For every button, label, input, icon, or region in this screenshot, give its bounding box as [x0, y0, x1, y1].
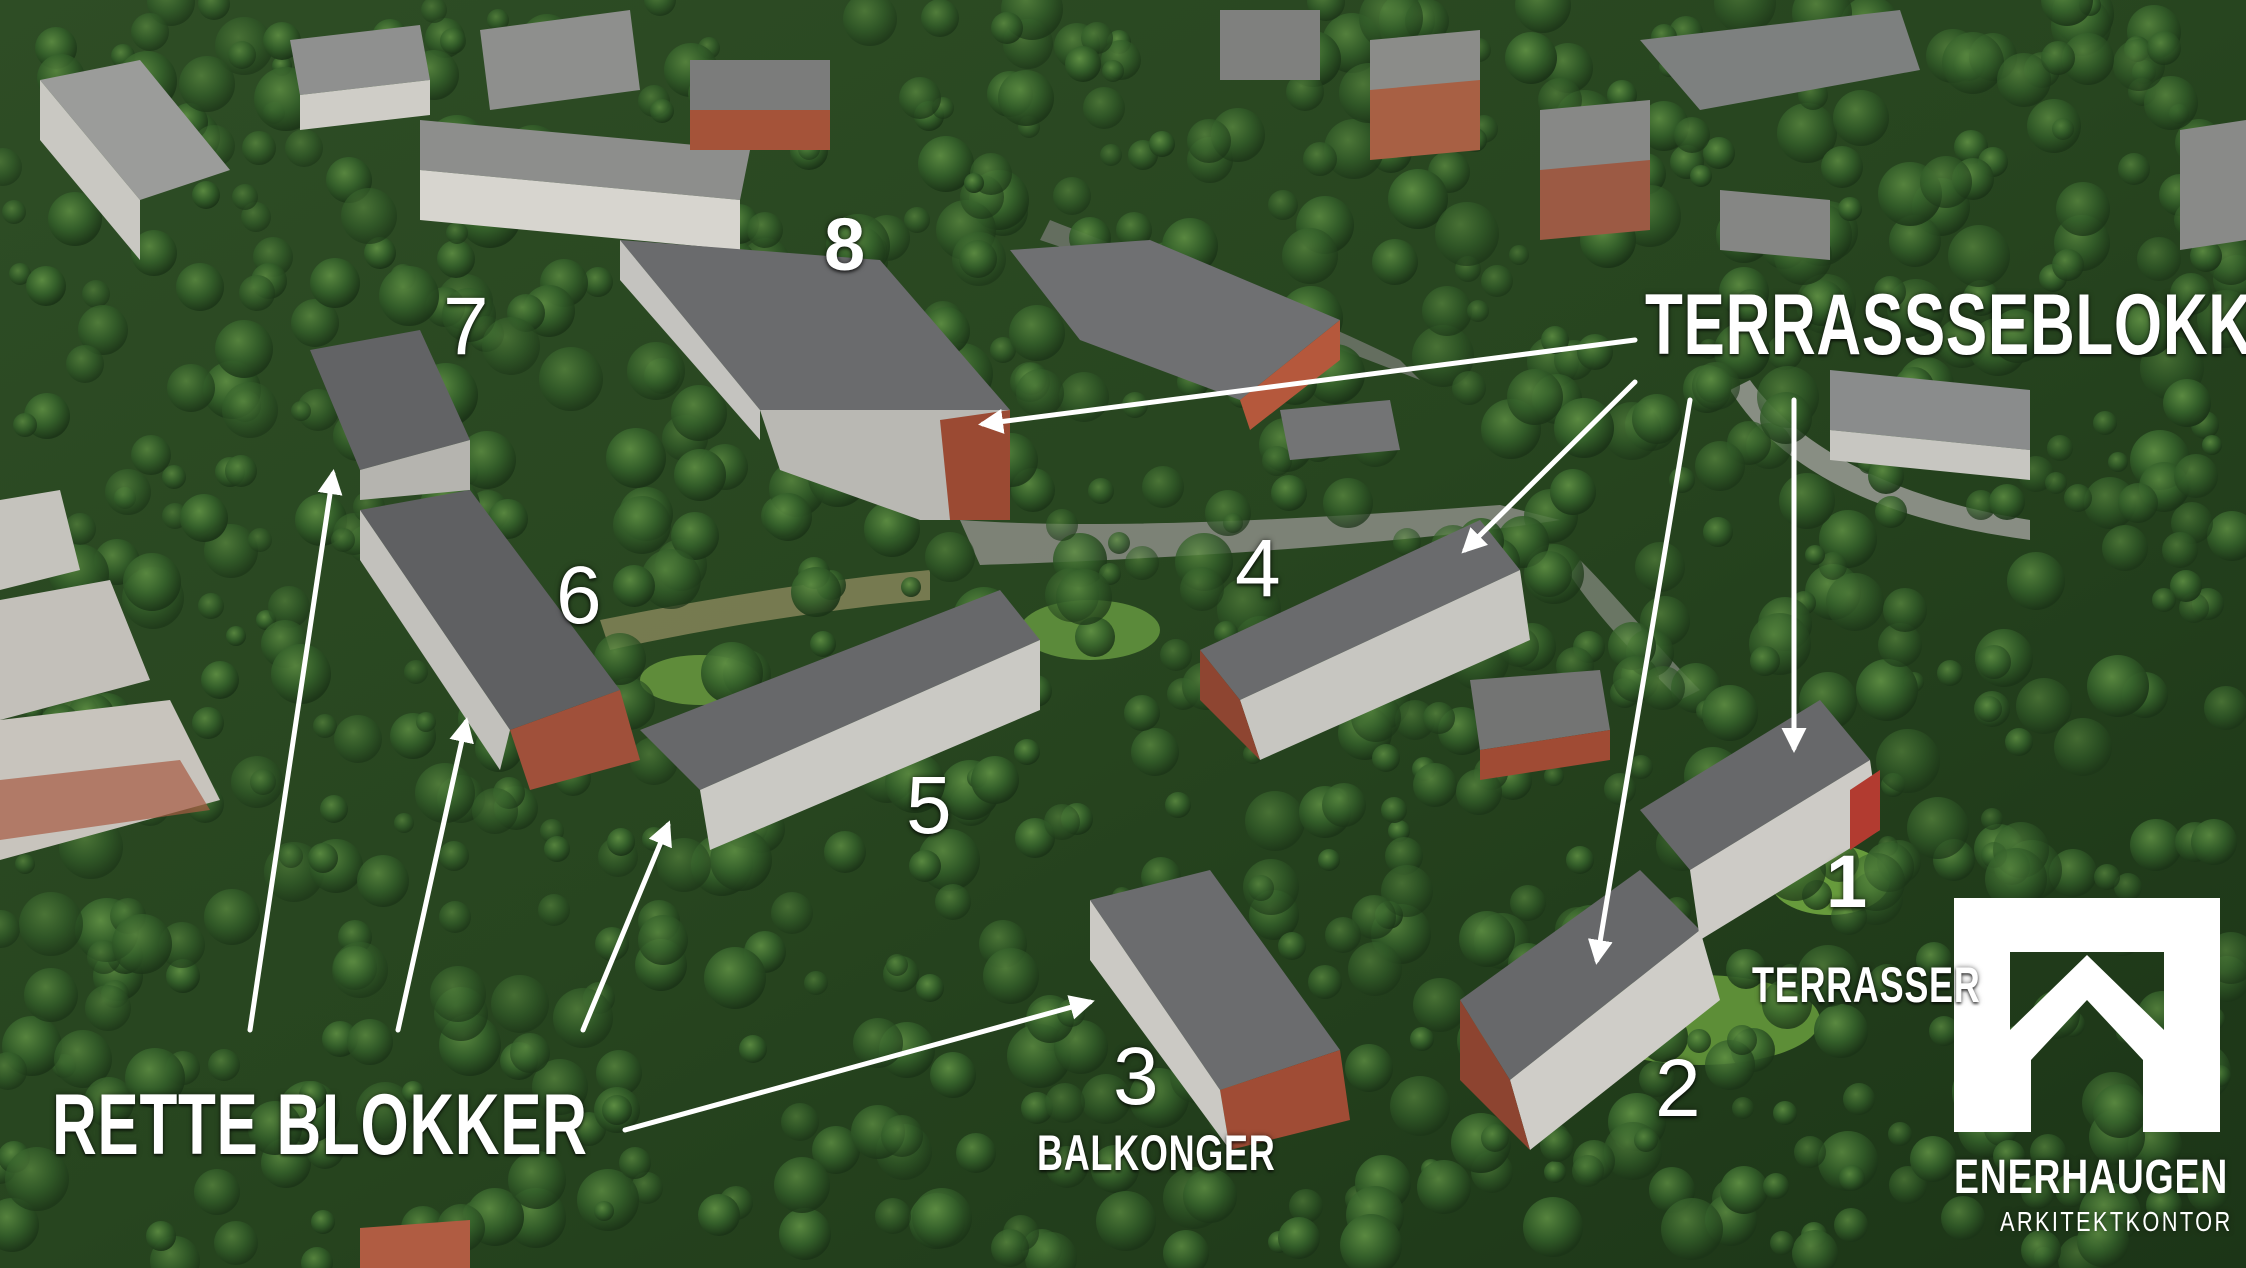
building-number-2: 2: [1655, 1043, 1701, 1134]
block-4: [1200, 520, 1530, 760]
building-number-4: 4: [1235, 523, 1281, 614]
building-number-8: 8: [824, 203, 866, 286]
label-balkonger: BALKONGER: [1037, 1125, 1276, 1181]
arrow-icon: [247, 337, 1807, 1133]
block-6: [360, 490, 640, 790]
block-8: [620, 240, 1010, 520]
building-number-1: 1: [1826, 840, 1868, 923]
enerhaugen-logo-icon: [1954, 898, 2220, 1132]
building-number-5: 5: [906, 760, 952, 851]
logo-name: ENERHAUGEN: [1954, 1151, 2229, 1204]
label-terrassseblokker: TERRASSSEBLOKKER: [1645, 277, 2246, 373]
logo-subtitle: ARKITEKTKONTOR: [2000, 1206, 2233, 1237]
block-1: [1640, 700, 1880, 940]
block-2: [1460, 870, 1720, 1150]
building-number-6: 6: [556, 550, 602, 641]
building-number-7: 7: [443, 281, 489, 372]
block-3: [1090, 870, 1350, 1150]
label-rette-blokker: RETTE BLOKKER: [52, 1077, 588, 1173]
block-5: [640, 590, 1040, 850]
label-terrasser: TERRASSER: [1752, 957, 1981, 1013]
building-number-3: 3: [1113, 1031, 1159, 1122]
background-buildings: [0, 10, 2246, 1268]
block-7: [310, 330, 470, 500]
